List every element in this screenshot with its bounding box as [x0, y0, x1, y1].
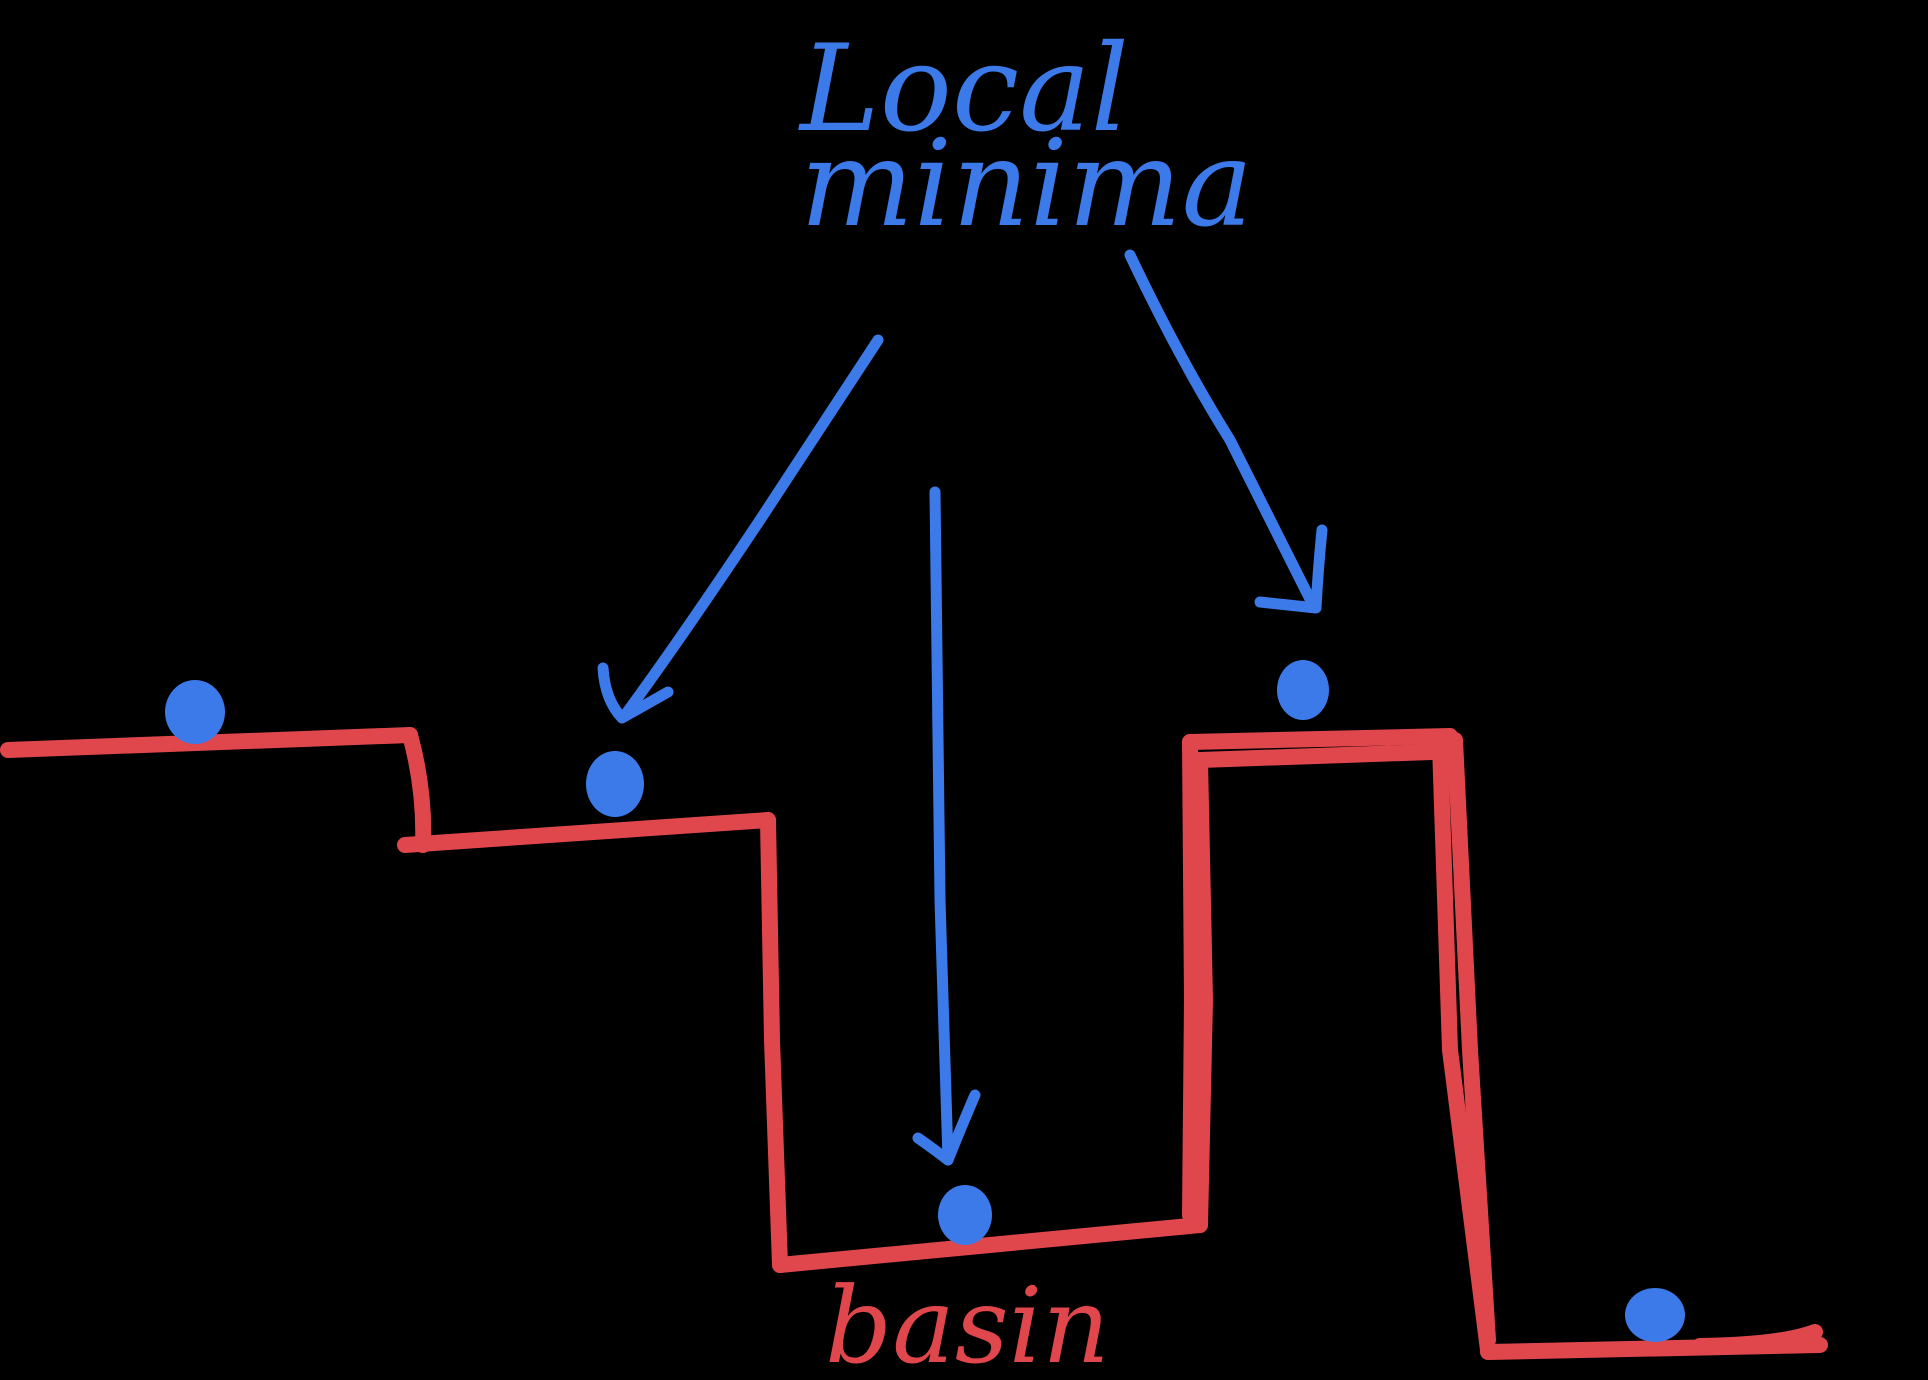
arrow-to-middle-step-head — [597, 662, 674, 724]
annotation-line-2: minima — [800, 115, 1253, 254]
ball-low-right — [1625, 1288, 1685, 1342]
arrow-to-basin-head — [912, 1089, 981, 1166]
annotation-line-1: Local — [798, 20, 1129, 159]
arrow-to-right-plateau — [1124, 249, 1319, 611]
terrain-right-plateau-left-edge — [1182, 734, 1200, 1223]
terrain-right-plateau-inner — [1192, 744, 1440, 768]
terrain-middle-step — [397, 812, 776, 853]
ball-basin — [938, 1185, 992, 1245]
terrain-basin-right-wall — [1192, 752, 1213, 1233]
arrows — [597, 249, 1328, 1166]
arrow-to-basin — [929, 486, 954, 1166]
terrain-first-drop — [402, 727, 432, 853]
balls — [165, 660, 1685, 1342]
terrain-profile — [0, 727, 1828, 1360]
terrain-left-plateau — [0, 727, 418, 758]
terrain-basin-left-wall — [760, 812, 788, 1273]
ball-right-plateau — [1277, 660, 1329, 720]
ball-middle-step — [586, 751, 644, 817]
arrow-to-middle-step — [619, 334, 884, 721]
terrain-right-plateau — [1182, 728, 1458, 750]
arrow-to-right-plateau-head — [1254, 524, 1328, 614]
terrain-basin-floor — [772, 1217, 1208, 1273]
terrain-right-plateau-right-wall-inner — [1447, 732, 1496, 1348]
basin-label: basin — [825, 1265, 1110, 1380]
ball-left-plateau — [165, 680, 225, 744]
terrain-low-right-floor-tail — [1692, 1324, 1823, 1354]
